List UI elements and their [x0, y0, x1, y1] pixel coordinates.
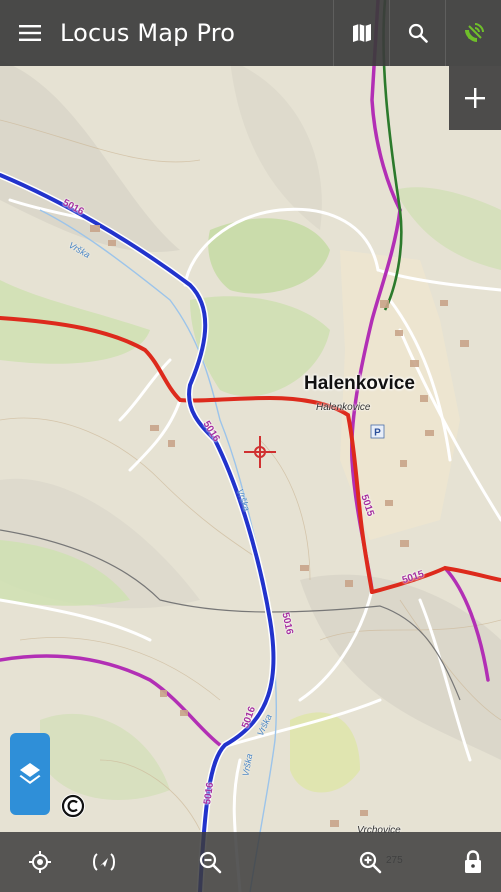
toolbar-actions: [333, 0, 501, 66]
copyright-button[interactable]: [60, 793, 86, 819]
locate-button[interactable]: [12, 832, 68, 892]
menu-button[interactable]: [0, 0, 60, 66]
parking-label: P: [374, 428, 381, 439]
map-button[interactable]: [333, 0, 389, 66]
locate-icon: [29, 851, 51, 873]
hamburger-icon: [19, 25, 41, 41]
add-point-button[interactable]: [449, 66, 501, 130]
compass-icon: [93, 853, 115, 871]
map-icon: [352, 24, 371, 42]
parking-icon: [370, 424, 385, 439]
layers-icon: [19, 763, 41, 784]
lower-village-label: Vrchovice: [357, 825, 401, 836]
app-title: Locus Map Pro: [60, 19, 236, 47]
zoom-in-button[interactable]: [342, 832, 398, 892]
zoom-out-button[interactable]: [182, 832, 238, 892]
lock-icon: [465, 850, 481, 873]
search-button[interactable]: [389, 0, 445, 66]
town-label: Halenkovice: [304, 373, 415, 394]
village-label: Halenkovice: [316, 402, 371, 413]
compass-button[interactable]: [76, 832, 132, 892]
lock-button[interactable]: [445, 832, 501, 892]
search-icon: [408, 23, 428, 43]
top-toolbar: Locus Map Pro: [0, 0, 501, 66]
zoom-out-icon: [199, 851, 222, 874]
layers-button[interactable]: [10, 733, 50, 815]
gps-button[interactable]: [445, 0, 501, 66]
bottom-toolbar: [0, 832, 501, 892]
copyright-icon: [61, 794, 85, 818]
zoom-in-icon: [359, 851, 382, 874]
plus-icon: [465, 88, 485, 108]
satellite-icon: [464, 23, 484, 42]
